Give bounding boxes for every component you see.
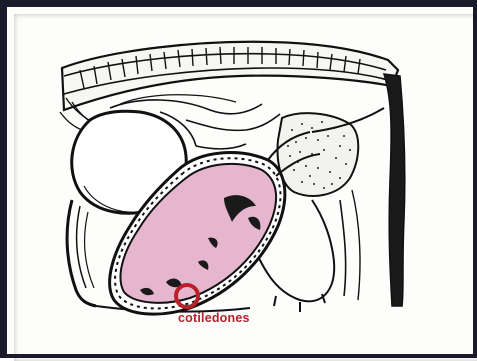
cotiledones-label: cotiledones (178, 311, 250, 325)
tail (384, 74, 405, 306)
